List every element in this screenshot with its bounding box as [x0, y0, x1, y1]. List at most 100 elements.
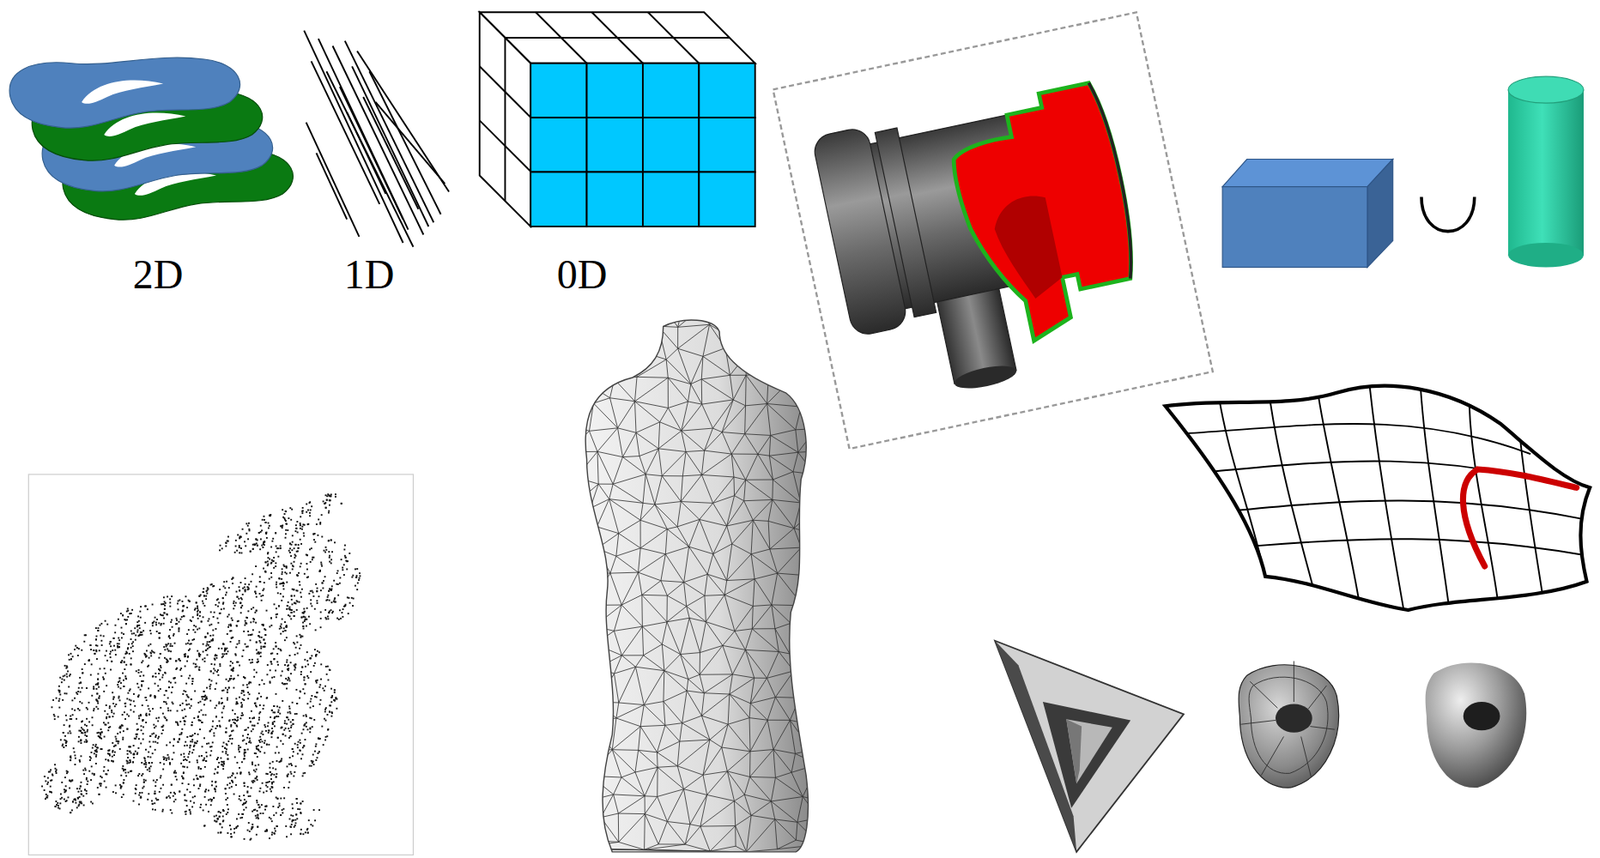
cloud-point: [196, 629, 199, 631]
cloud-point: [207, 799, 210, 801]
cloud-point: [129, 761, 132, 764]
cloud-point: [279, 545, 282, 547]
cloud-point: [325, 507, 328, 510]
cloud-point: [315, 583, 317, 586]
cloud-point: [222, 765, 225, 768]
cloud-point: [165, 719, 168, 722]
cloud-point: [181, 728, 183, 731]
cloud-point: [91, 724, 94, 727]
cloud-point: [306, 607, 309, 610]
cloud-point: [328, 669, 331, 672]
cloud-point: [176, 603, 179, 606]
cloud-point: [187, 656, 189, 659]
cloud-point: [60, 781, 63, 784]
cloud-point: [85, 687, 88, 690]
cloud-point: [249, 838, 252, 841]
cloud-point: [139, 617, 142, 619]
cloud-point: [157, 657, 160, 660]
cloud-point: [357, 579, 360, 582]
cloud-point: [331, 695, 334, 697]
cloud-point: [178, 791, 181, 794]
cloud-point: [279, 814, 282, 817]
cloud-point: [191, 806, 194, 808]
cloud-point: [55, 804, 58, 807]
cloud-point: [277, 711, 279, 714]
cloud-point: [133, 753, 135, 756]
cloud-point: [206, 632, 209, 635]
cloud-point: [97, 627, 100, 630]
cloud-point: [78, 791, 80, 794]
cloud-point: [106, 660, 109, 662]
cloud-point: [296, 600, 299, 603]
cloud-point: [99, 782, 102, 785]
cloud-point: [294, 824, 297, 827]
cloud-point: [262, 568, 265, 570]
cloud-point: [80, 649, 83, 652]
cloud-point: [305, 715, 308, 718]
cloud-point: [328, 557, 331, 559]
cloud-point: [294, 713, 297, 716]
cloud-point: [259, 741, 261, 744]
cloud-point: [96, 708, 99, 710]
cloud-point: [316, 587, 319, 590]
cloud-point: [294, 743, 297, 746]
cloud-point: [202, 587, 205, 590]
cloud-point: [212, 672, 215, 675]
cloud-point: [216, 599, 219, 601]
cloud-point: [281, 525, 284, 528]
cloud-point: [193, 778, 195, 781]
cloud-point: [310, 605, 313, 607]
cloud-point: [327, 596, 329, 599]
cloud-point: [205, 636, 207, 638]
cloud-point: [228, 587, 231, 589]
voxel: [642, 117, 699, 172]
cloud-point: [251, 763, 254, 766]
cloud-point: [170, 812, 173, 815]
cloud-point: [230, 775, 233, 777]
cloud-point: [139, 797, 142, 800]
cloud-point: [255, 769, 258, 771]
cloud-point: [256, 826, 259, 829]
cloud-point: [178, 658, 181, 661]
cloud-point: [241, 598, 243, 600]
cloud-point: [127, 643, 130, 646]
cloud-point: [354, 568, 357, 570]
cloud-point: [185, 683, 188, 685]
cut-section: [941, 80, 1151, 351]
cloud-point: [110, 660, 113, 663]
cloud-point: [193, 662, 195, 665]
cloud-point: [104, 620, 107, 623]
cloud-point: [244, 620, 247, 623]
cloud-point: [103, 710, 106, 713]
cloud-point: [284, 664, 286, 667]
cloud-point: [165, 757, 168, 760]
cloud-point: [226, 699, 229, 702]
cloud-point: [178, 738, 181, 740]
cloud-point: [162, 713, 164, 716]
cloud-point: [238, 767, 241, 770]
cloud-point: [265, 521, 267, 524]
cloud-point: [300, 673, 303, 676]
cloud-point: [142, 726, 145, 728]
cloud-point: [275, 812, 278, 815]
cloud-point: [129, 663, 132, 666]
cloud-point: [193, 749, 195, 752]
cloud-point: [169, 658, 172, 661]
cloud-point: [185, 595, 188, 598]
cloud-point: [254, 809, 256, 812]
cloud-point: [198, 711, 200, 714]
cloud-point: [289, 543, 291, 546]
cloud-point: [72, 714, 74, 716]
cloud-point: [206, 756, 208, 758]
cloud-point: [334, 601, 337, 604]
cloud-point: [270, 624, 273, 627]
cloud-point: [259, 711, 261, 714]
cloud-point: [144, 606, 146, 608]
cloud-point: [321, 587, 324, 590]
cloud-point: [344, 545, 346, 547]
cloud-point: [238, 798, 241, 800]
cloud-point: [215, 683, 218, 685]
cloud-point: [99, 668, 102, 671]
cloud-point: [328, 711, 331, 714]
cloud-point: [248, 583, 250, 586]
